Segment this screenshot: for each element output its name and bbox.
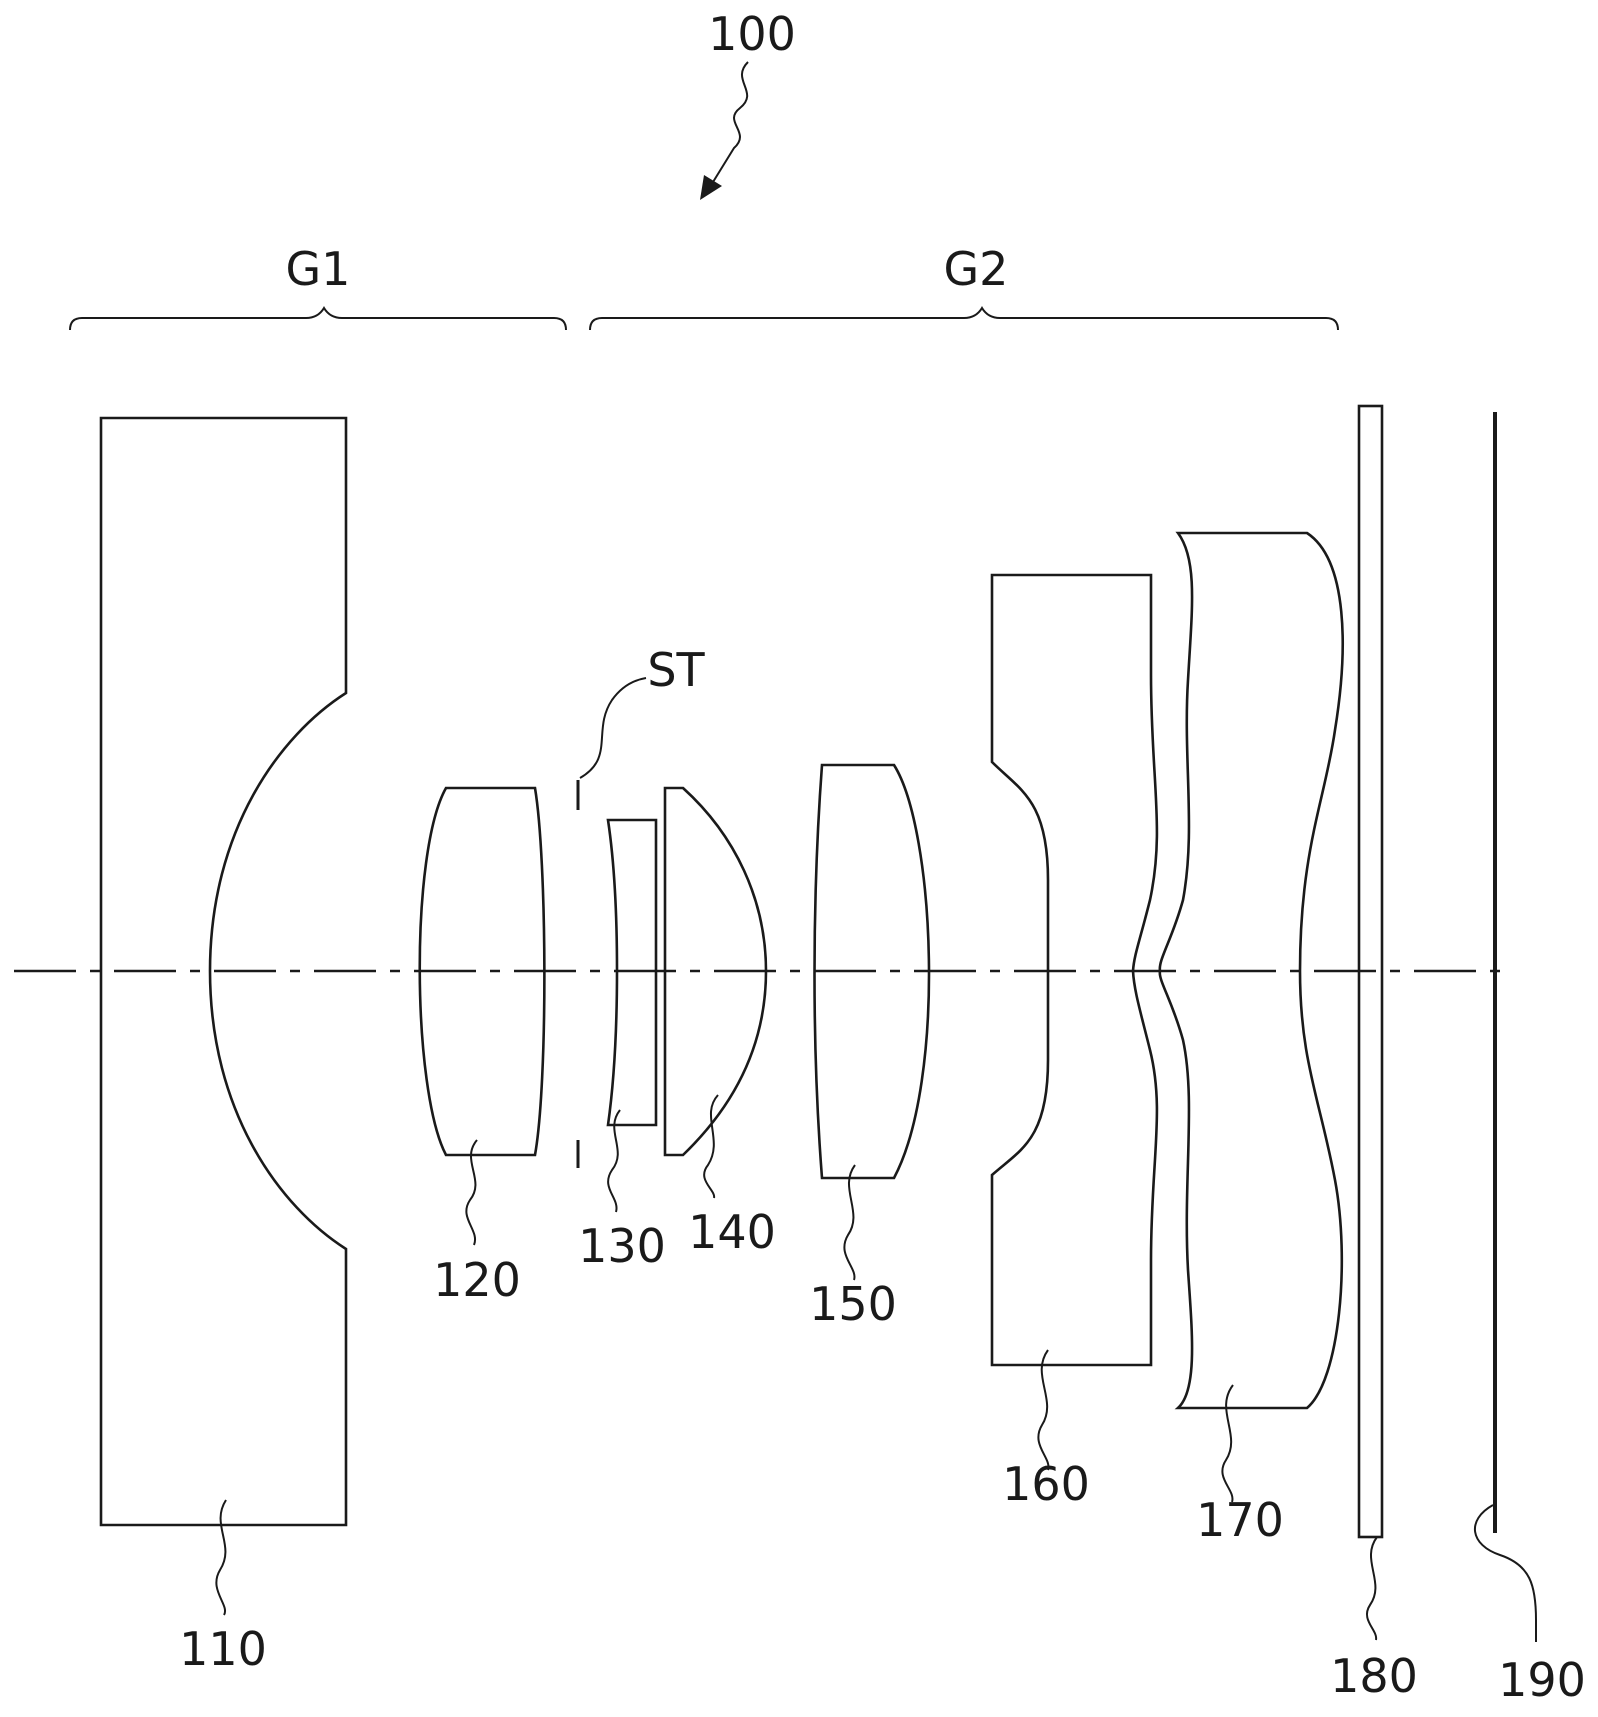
leader-190	[1474, 1504, 1537, 1642]
leader-110	[215, 1499, 227, 1616]
leader-140	[703, 1094, 719, 1199]
lens-130	[606, 818, 658, 1127]
lens-150	[813, 763, 931, 1180]
stop-leader	[579, 677, 647, 779]
label-130: 130	[578, 1219, 666, 1273]
label-110: 110	[179, 1622, 267, 1676]
group-label-g2: G2	[944, 242, 1009, 296]
label-190: 190	[1498, 1653, 1586, 1707]
leader-180	[1366, 1536, 1378, 1641]
leader-170	[1221, 1384, 1234, 1503]
label-180: 180	[1330, 1649, 1418, 1703]
label-160: 160	[1002, 1457, 1090, 1511]
leader-160	[1037, 1349, 1050, 1471]
system-leader	[704, 61, 749, 196]
leader-130	[607, 1109, 621, 1213]
leader-120	[465, 1139, 478, 1246]
lens-140	[663, 786, 768, 1157]
label-120: 120	[433, 1253, 521, 1307]
lens-110	[99, 416, 348, 1527]
group-bracket-g1	[69, 306, 567, 331]
group-label-g1: G1	[286, 242, 351, 296]
label-150: 150	[809, 1277, 897, 1331]
filter-180	[1357, 404, 1384, 1539]
lens-120	[418, 786, 546, 1157]
system-arrowhead	[700, 175, 722, 200]
label-140: 140	[688, 1205, 776, 1259]
stop-label: ST	[647, 643, 705, 697]
lens-170	[1158, 531, 1344, 1410]
label-170: 170	[1196, 1493, 1284, 1547]
group-bracket-g2	[589, 306, 1339, 331]
system-label: 100	[708, 7, 796, 61]
leader-150	[843, 1164, 856, 1281]
lens-160	[990, 573, 1159, 1367]
